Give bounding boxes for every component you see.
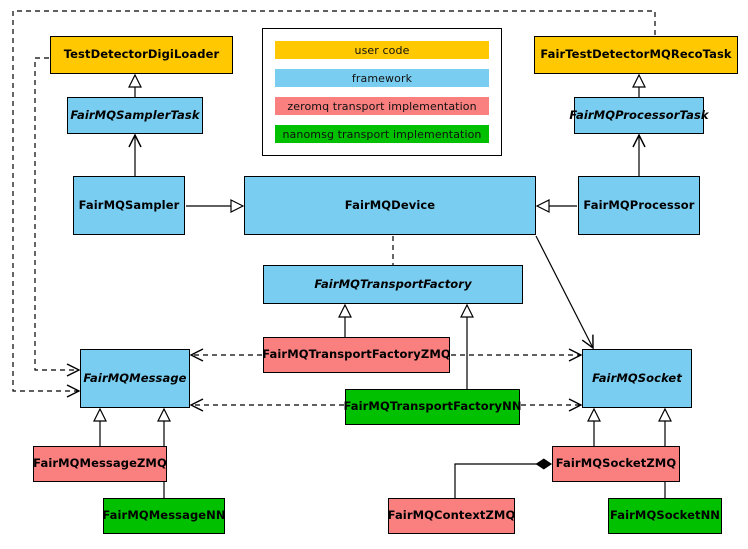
legend-item-framework: framework <box>275 69 489 87</box>
class-node-FairMQSocket[interactable]: FairMQSocket <box>582 349 692 408</box>
class-node-FairTestDetectorMQRecoTask[interactable]: FairTestDetectorMQRecoTask <box>534 36 738 74</box>
class-node-FairMQProcessor[interactable]: FairMQProcessor <box>578 176 700 235</box>
class-node-FairMQDevice[interactable]: FairMQDevice <box>244 176 536 235</box>
class-node-FairMQTransportFactoryZMQ[interactable]: FairMQTransportFactoryZMQ <box>262 337 451 373</box>
class-node-FairMQSocketNN[interactable]: FairMQSocketNN <box>608 498 722 534</box>
class-node-FairMQSocketZMQ[interactable]: FairMQSocketZMQ <box>552 446 680 482</box>
legend-item-zeromq: zeromq transport implementation <box>275 97 489 115</box>
class-node-FairMQProcessorTask[interactable]: FairMQProcessorTask <box>569 97 709 134</box>
edge-device-socket <box>535 235 593 348</box>
class-node-FairMQTransportFactory[interactable]: FairMQTransportFactory <box>263 265 523 304</box>
edge-contextzmq-socketzmq <box>454 458 553 498</box>
class-node-FairMQMessageZMQ[interactable]: FairMQMessageZMQ <box>33 446 167 482</box>
class-node-FairMQSamplerTask[interactable]: FairMQSamplerTask <box>67 97 203 134</box>
class-node-FairMQSampler[interactable]: FairMQSampler <box>73 176 185 235</box>
class-node-FairMQMessageNN[interactable]: FairMQMessageNN <box>102 498 226 534</box>
class-node-TestDetectorDigiLoader[interactable]: TestDetectorDigiLoader <box>50 36 233 74</box>
class-node-FairMQTransportFactoryNN[interactable]: FairMQTransportFactoryNN <box>343 389 521 425</box>
legend-panel: user code framework zeromq transport imple… <box>262 28 502 156</box>
class-node-FairMQMessage[interactable]: FairMQMessage <box>80 349 190 408</box>
class-node-FairMQContextZMQ[interactable]: FairMQContextZMQ <box>388 498 515 534</box>
legend-item-nanomsg: nanomsg transport implementation <box>275 125 489 143</box>
legend-item-user: user code <box>275 41 489 59</box>
